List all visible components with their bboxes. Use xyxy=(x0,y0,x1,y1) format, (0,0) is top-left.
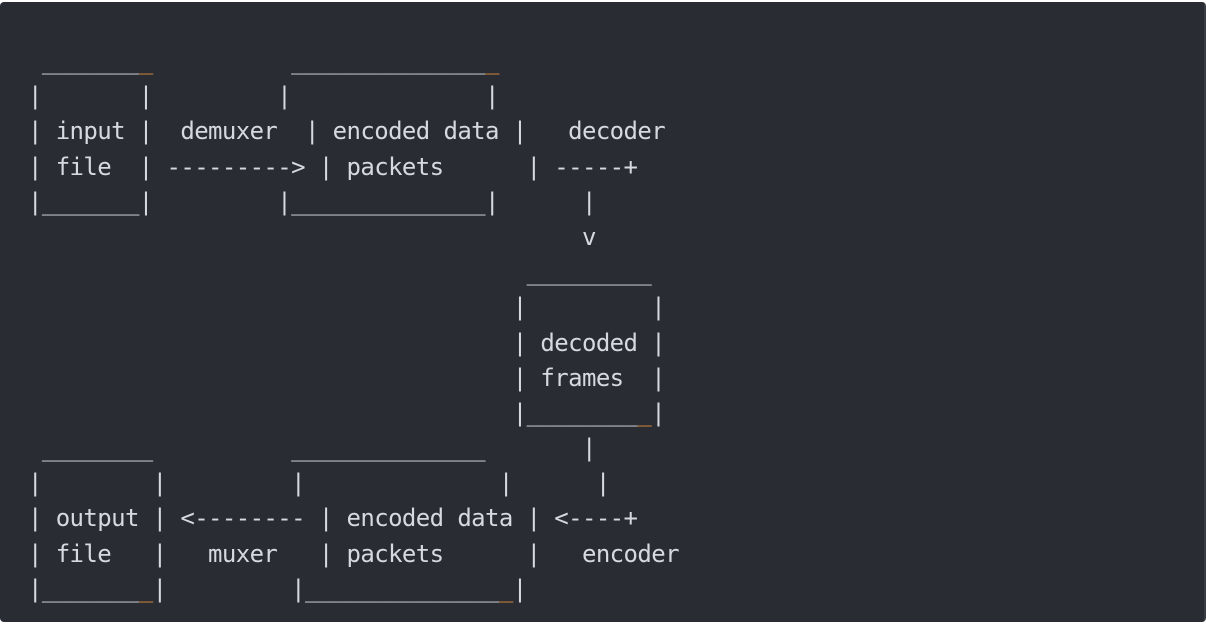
diagram-line: | decoded | xyxy=(28,326,679,361)
text-segment: | | xyxy=(28,293,666,322)
accent-segment: _ xyxy=(138,574,153,603)
diagram-line: | output | <-------- | encoded data | <-… xyxy=(28,501,679,536)
diagram-line: | file | muxer | packets | encoder xyxy=(28,537,680,572)
text-segment: ______________ xyxy=(152,47,486,75)
diagram-line: ________ ______________ | xyxy=(28,431,679,466)
text-segment: | frames | xyxy=(28,363,666,392)
diagram-line: | frames | xyxy=(28,361,679,396)
diagram-line: v xyxy=(28,220,679,255)
diagram-line: | | | | xyxy=(28,79,679,114)
text-segment: | output | <-------- | encoded data | <-… xyxy=(28,504,638,533)
text-segment: | file | muxer | packets | encoder xyxy=(28,539,680,568)
diagram-line: | input | demuxer | encoded data | decod… xyxy=(28,114,679,149)
diagram-line: | file | ---------> | packets | -----+ xyxy=(28,150,679,185)
text-segment: | file | ---------> | packets | -----+ xyxy=(28,152,638,181)
text-segment: | | | | | xyxy=(28,469,610,498)
text-segment: |_______ xyxy=(28,574,139,603)
text-segment: _______ xyxy=(28,47,140,75)
accent-segment: _ xyxy=(138,47,153,75)
diagram-line: |_________| xyxy=(28,396,679,431)
text-segment: | xyxy=(651,398,666,427)
ffmpeg-pipeline-ascii-diagram: ________ _______________| | | || input |… xyxy=(28,44,680,607)
text-segment: | input | demuxer | encoded data | decod… xyxy=(28,117,666,146)
diagram-line: ________ _______________ xyxy=(28,44,679,79)
text-segment: |________ xyxy=(28,398,638,427)
text-segment: ________ ______________ | xyxy=(28,434,597,463)
diagram-line: | | xyxy=(28,290,679,325)
accent-segment: _ xyxy=(498,574,513,603)
text-segment: v xyxy=(28,222,596,251)
diagram-line: _________ xyxy=(28,255,679,290)
text-segment: | xyxy=(512,574,527,603)
text-segment: | | | | xyxy=(28,82,499,111)
accent-segment: _ xyxy=(485,47,499,75)
text-segment: | |______________ xyxy=(152,574,500,603)
text-segment: | decoded | xyxy=(28,328,666,357)
diagram-line: |________| |_______________| xyxy=(28,572,679,607)
text-segment: |_______| |______________| | xyxy=(28,187,596,216)
text-segment: _________ xyxy=(28,258,652,287)
accent-segment: _ xyxy=(637,398,652,427)
diagram-line: |_______| |______________| | xyxy=(28,185,679,220)
diagram-line: | | | | | xyxy=(28,466,679,501)
